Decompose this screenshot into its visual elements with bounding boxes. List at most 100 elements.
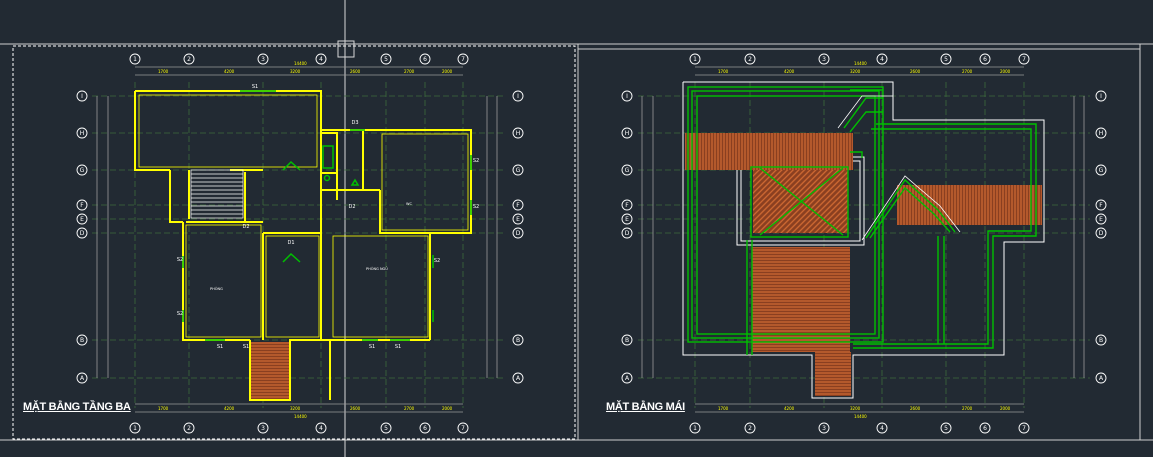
window-tag: S2 [473, 204, 479, 210]
svg-text:H: H [516, 130, 521, 137]
window-tag: S2 [177, 257, 183, 263]
grid-bubble-left: D [76, 227, 88, 239]
grid-bubble-bottom: 5 [940, 422, 952, 434]
svg-text:3200: 3200 [850, 406, 861, 411]
sheet-frames [0, 43, 1153, 441]
grid-bubble-top: 1 [129, 53, 141, 65]
svg-text:E: E [625, 216, 629, 223]
svg-text:4200: 4200 [784, 69, 795, 74]
grid-bubble-top: 2 [183, 53, 195, 65]
door-tag: D3 [351, 120, 358, 126]
grid-bubble-top: 1 [689, 53, 701, 65]
svg-text:3200: 3200 [290, 69, 301, 74]
svg-text:1700: 1700 [718, 406, 729, 411]
svg-text:4200: 4200 [784, 406, 795, 411]
svg-text:3: 3 [822, 56, 826, 63]
svg-text:2: 2 [187, 425, 191, 432]
svg-text:2: 2 [748, 425, 752, 432]
svg-text:H: H [1099, 130, 1104, 137]
svg-text:5: 5 [944, 56, 948, 63]
svg-text:F: F [1099, 202, 1103, 209]
grid-bubble-right: F [512, 199, 524, 211]
grid-bubble-left: G [621, 164, 633, 176]
svg-text:2700: 2700 [404, 406, 415, 411]
grid-bubble-bottom: 3 [257, 422, 269, 434]
svg-text:B: B [80, 337, 84, 344]
grid-bubble-bottom: 4 [876, 422, 888, 434]
svg-text:4200: 4200 [224, 406, 235, 411]
grid-bubble-left: I [621, 90, 633, 102]
grid-bubble-top: 6 [419, 53, 431, 65]
svg-text:14400: 14400 [294, 414, 307, 419]
window-tag: S1 [243, 344, 249, 350]
grid-bubble-left: B [76, 334, 88, 346]
grid-bubble-right: E [1095, 213, 1107, 225]
svg-text:G: G [80, 167, 85, 174]
svg-text:3: 3 [261, 425, 265, 432]
svg-text:4: 4 [880, 425, 884, 432]
grid-bubble-left: D [621, 227, 633, 239]
grid-bubble-top: 5 [380, 53, 392, 65]
grid-bubble-left: F [76, 199, 88, 211]
svg-text:5: 5 [384, 425, 388, 432]
svg-text:B: B [625, 337, 629, 344]
grid-bubble-top: 4 [876, 53, 888, 65]
grid-bubble-right: I [1095, 90, 1107, 102]
svg-text:4: 4 [319, 56, 323, 63]
svg-text:D: D [516, 230, 521, 237]
grid-bubble-bottom: 7 [1018, 422, 1030, 434]
svg-text:3200: 3200 [850, 69, 861, 74]
window-tag: S2 [177, 311, 183, 317]
grid-bubble-top: 2 [744, 53, 756, 65]
grid-bubble-top: 5 [940, 53, 952, 65]
svg-text:H: H [80, 130, 85, 137]
grid-bubble-left: E [76, 213, 88, 225]
svg-text:3: 3 [822, 425, 826, 432]
svg-text:2600: 2600 [910, 69, 921, 74]
grid-bubble-left: A [76, 372, 88, 384]
svg-text:14400: 14400 [294, 61, 307, 66]
svg-text:2600: 2600 [350, 406, 361, 411]
svg-text:7: 7 [1022, 425, 1026, 432]
svg-text:3: 3 [261, 56, 265, 63]
svg-text:D: D [625, 230, 630, 237]
svg-text:A: A [1099, 375, 1104, 382]
window-tag: S1 [395, 344, 401, 350]
svg-text:I: I [1100, 93, 1102, 100]
grid-bubble-bottom: 3 [818, 422, 830, 434]
svg-text:E: E [516, 216, 520, 223]
svg-text:E: E [80, 216, 84, 223]
svg-text:F: F [625, 202, 629, 209]
grid-bubble-right: I [512, 90, 524, 102]
svg-text:6: 6 [983, 56, 987, 63]
grid-bubble-right: H [512, 127, 524, 139]
svg-text:1: 1 [693, 425, 697, 432]
svg-text:2700: 2700 [962, 69, 973, 74]
grid-bubble-bottom: 1 [129, 422, 141, 434]
door-tag: D1 [287, 240, 294, 246]
svg-text:F: F [516, 202, 520, 209]
svg-text:PHÒNG NGỦ: PHÒNG NGỦ [366, 266, 388, 271]
grid-bubble-right: A [1095, 372, 1107, 384]
window-tag: S1 [217, 344, 223, 350]
svg-text:4: 4 [880, 56, 884, 63]
svg-text:2700: 2700 [404, 69, 415, 74]
grid-bubble-top: 4 [315, 53, 327, 65]
svg-text:1700: 1700 [718, 69, 729, 74]
grid-bubble-right: G [512, 164, 524, 176]
svg-text:4: 4 [319, 425, 323, 432]
svg-text:2600: 2600 [910, 406, 921, 411]
svg-text:PHÒNG: PHÒNG [210, 286, 223, 291]
svg-text:7: 7 [1022, 56, 1026, 63]
grid-bubble-left: H [76, 127, 88, 139]
svg-text:5: 5 [384, 56, 388, 63]
svg-text:2700: 2700 [962, 406, 973, 411]
svg-text:A: A [80, 375, 85, 382]
floor3-title: MẶT BẰNG TẦNG BA [23, 401, 131, 413]
svg-text:I: I [81, 93, 83, 100]
svg-text:3200: 3200 [290, 406, 301, 411]
svg-text:G: G [1099, 167, 1104, 174]
svg-text:5: 5 [944, 425, 948, 432]
